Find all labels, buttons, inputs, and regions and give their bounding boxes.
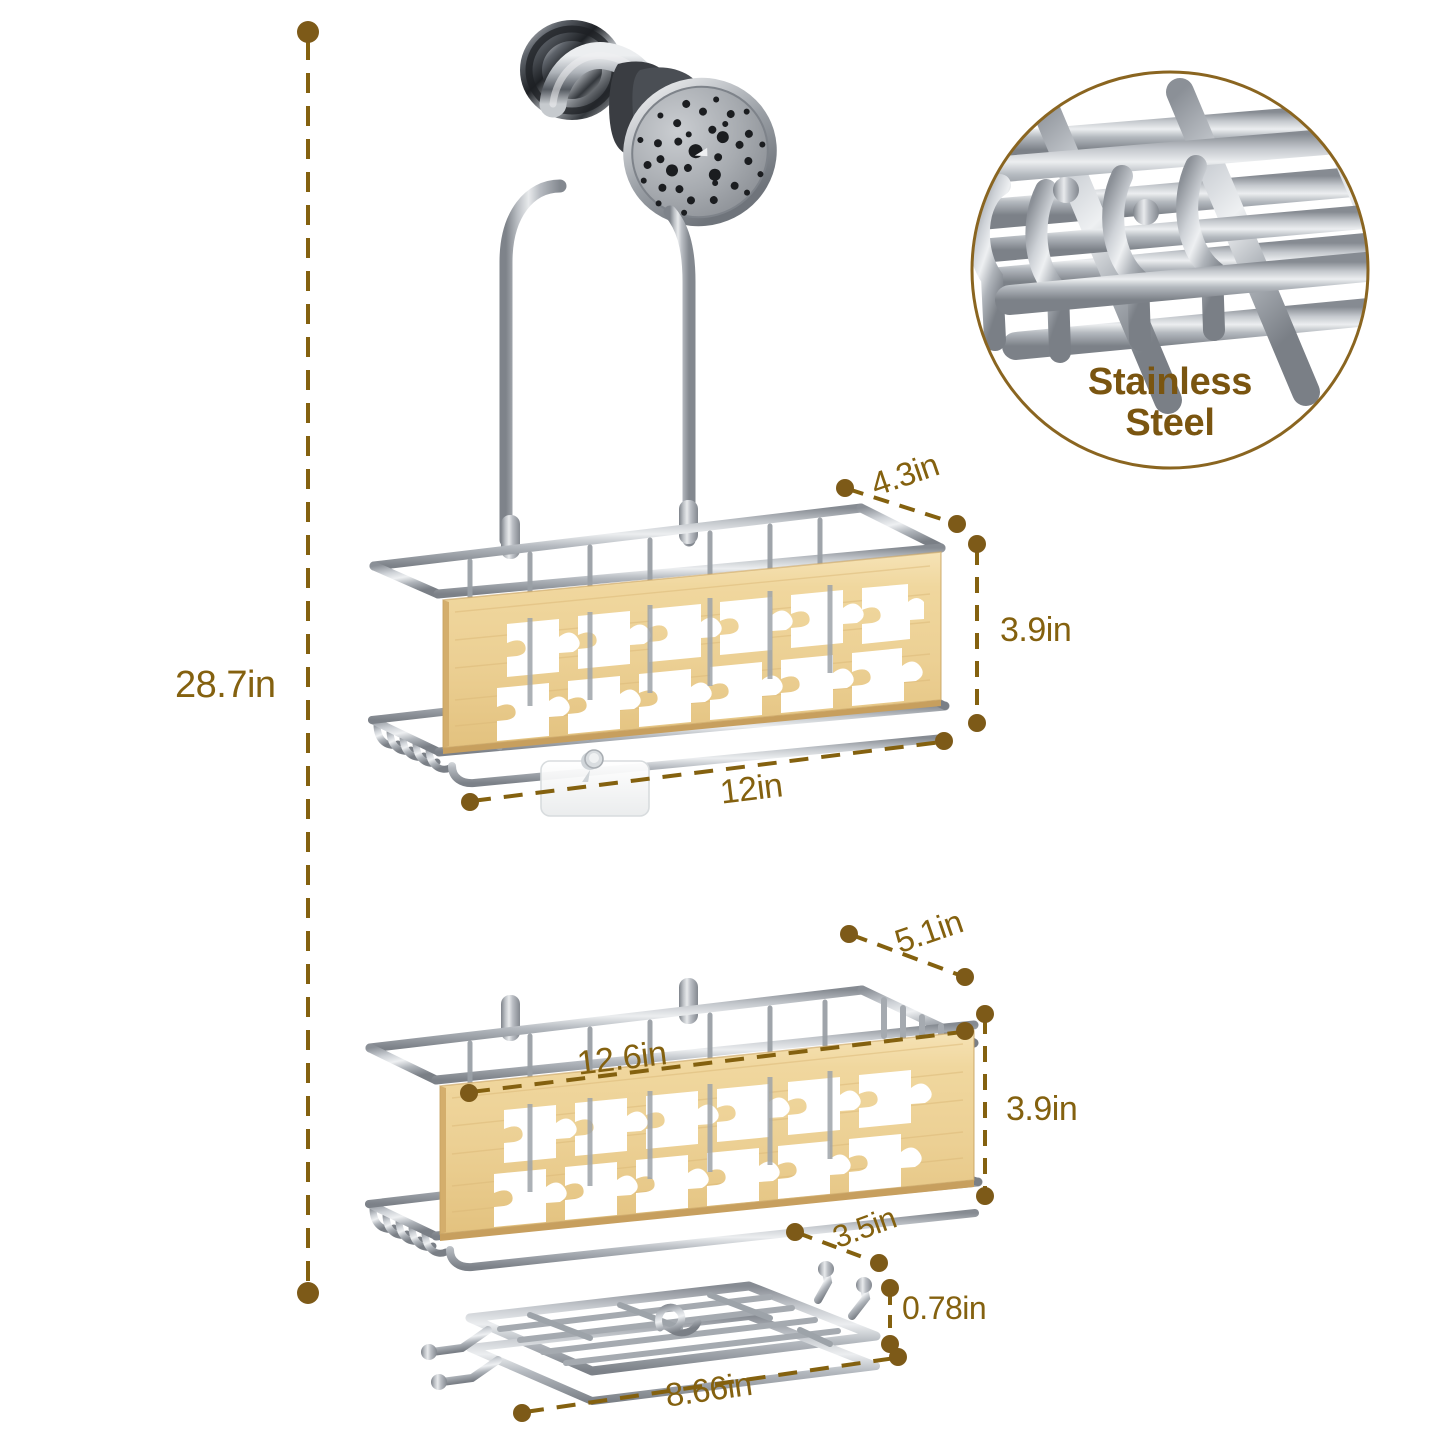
hanging-arm-left <box>499 179 567 547</box>
lower-basket <box>365 985 983 1272</box>
tray-hook-right-upper <box>814 1261 834 1304</box>
dim-label-top-basket-width: 12in <box>718 766 785 812</box>
callout-line-2: Steel <box>1125 402 1215 445</box>
tray-hook-left-lower <box>431 1356 502 1390</box>
dimline-tray-depth <box>797 1231 877 1264</box>
dim-label-tray-height: 0.78in <box>902 1290 987 1326</box>
tray-hook-right-lower <box>848 1277 872 1320</box>
dimline-top-basket-width <box>471 740 942 803</box>
dimline-low-basket-width <box>470 1030 963 1094</box>
adhesive-wall-sticker <box>540 749 650 817</box>
dim-label-top-basket-height: 3.9in <box>1000 611 1072 649</box>
top-basket <box>368 503 950 817</box>
tray-hook-left-upper <box>421 1326 492 1360</box>
dim-label-overall-height: 28.7in <box>175 664 276 706</box>
hanging-arm-right <box>663 205 696 547</box>
dimension-endpoint-dots <box>297 21 994 1422</box>
lower-bamboo-panel <box>439 1030 975 1241</box>
callout-line-1: Stainless <box>1087 361 1253 403</box>
dimline-low-basket-depth <box>851 933 963 978</box>
bottom-hook-tray <box>421 1239 881 1405</box>
dim-label-low-basket-height: 3.9in <box>1006 1090 1078 1128</box>
dimline-top-basket-depth <box>847 487 955 525</box>
shower-head-assembly <box>520 20 777 227</box>
top-bamboo-panel <box>442 551 942 754</box>
